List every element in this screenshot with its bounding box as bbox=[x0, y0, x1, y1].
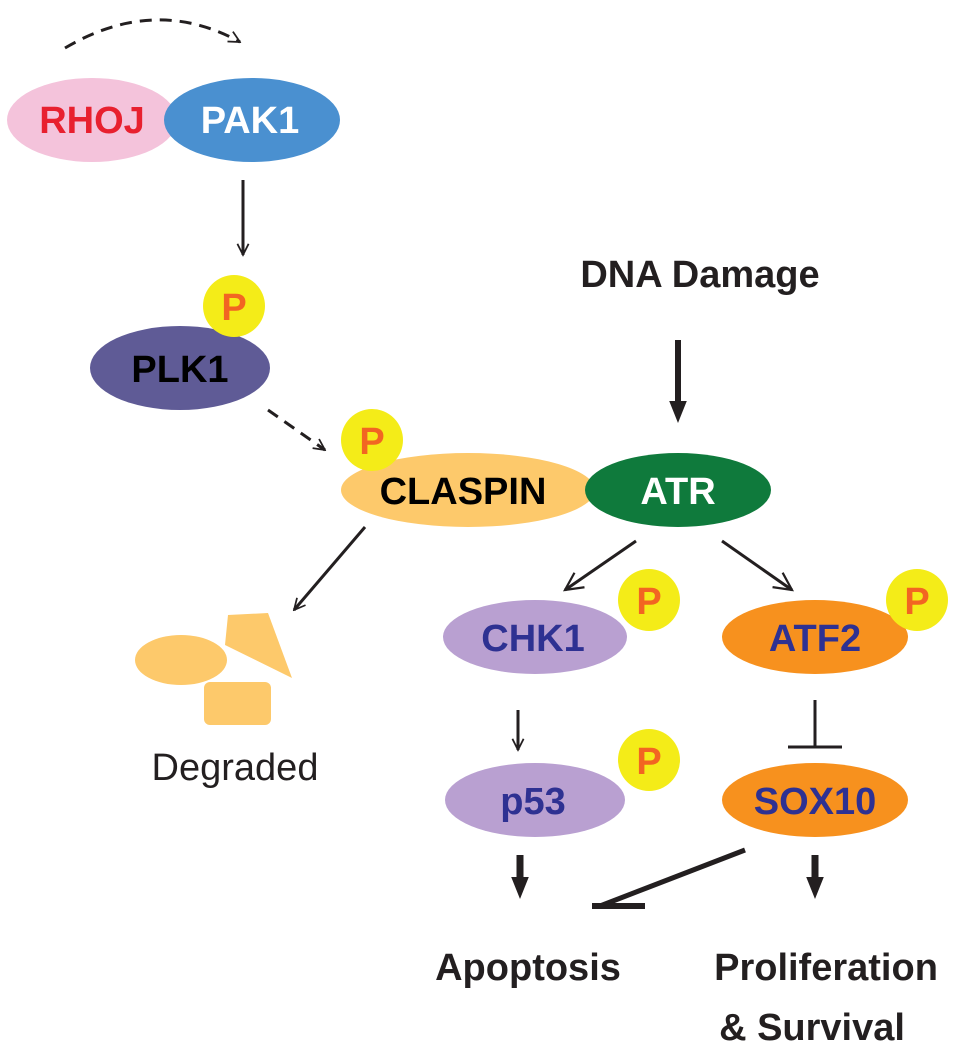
claspin-phospho-badge: P bbox=[341, 409, 403, 471]
plk1-claspin-dashed-arrow bbox=[267, 408, 325, 452]
atf2-sox10-inhibition bbox=[788, 700, 842, 749]
svg-text:P: P bbox=[904, 581, 929, 623]
claspin-node bbox=[341, 453, 595, 527]
svg-text:P: P bbox=[636, 741, 661, 783]
proliferation-label: Proliferation bbox=[714, 947, 938, 989]
plk1-phospho-badge: P bbox=[203, 275, 265, 337]
chk1-node bbox=[443, 600, 627, 674]
sox10-label: SOX10 bbox=[754, 781, 877, 823]
plk1-node bbox=[90, 326, 270, 410]
chk1-label: CHK1 bbox=[481, 618, 584, 660]
claspin-label: CLASPIN bbox=[380, 471, 547, 513]
survival-label: & Survival bbox=[719, 1007, 905, 1049]
claspin-degraded-arrow bbox=[294, 526, 367, 610]
p53-node bbox=[445, 763, 625, 837]
svg-text:P: P bbox=[359, 421, 384, 463]
apoptosis-label: Apoptosis bbox=[435, 947, 621, 989]
atr-node bbox=[585, 453, 771, 527]
rhoj-node bbox=[7, 78, 177, 162]
atf2-phospho-badge: P bbox=[886, 569, 948, 631]
sox10-apoptosis-inhibition bbox=[592, 847, 746, 909]
degraded-label: Degraded bbox=[152, 747, 319, 789]
pak1-label: PAK1 bbox=[201, 100, 300, 142]
atr-chk1-arrow bbox=[565, 539, 637, 590]
rhoj-label: RHOJ bbox=[39, 100, 145, 142]
degraded-fragments-icon bbox=[135, 613, 292, 725]
rhoj-pak1-dashed-arrow bbox=[64, 18, 240, 50]
chk1-phospho-badge: P bbox=[618, 569, 680, 631]
sox10-node bbox=[722, 763, 908, 837]
atf2-label: ATF2 bbox=[769, 618, 861, 660]
atr-label: ATR bbox=[640, 471, 715, 513]
svg-text:P: P bbox=[636, 581, 661, 623]
svg-text:P: P bbox=[221, 287, 246, 329]
atf2-node bbox=[722, 600, 908, 674]
p53-phospho-badge: P bbox=[618, 729, 680, 791]
p53-label: p53 bbox=[500, 781, 565, 823]
plk1-label: PLK1 bbox=[131, 349, 228, 391]
pak1-node bbox=[164, 78, 340, 162]
dna-damage-label: DNA Damage bbox=[580, 254, 819, 296]
atr-atf2-arrow bbox=[721, 539, 792, 590]
